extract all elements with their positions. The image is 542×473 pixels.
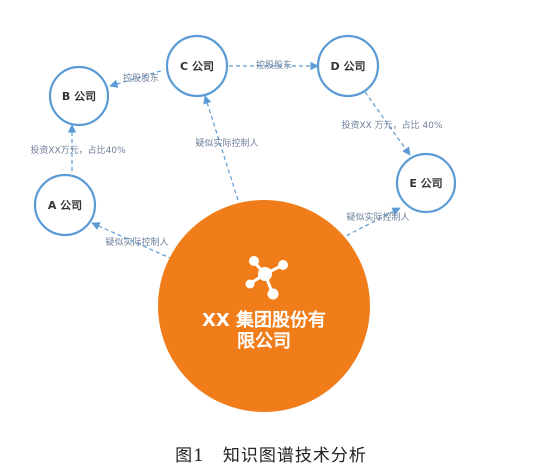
node-d-label: D 公司	[331, 60, 366, 73]
center-node[interactable]: XX 集团股份有 限公司	[158, 200, 370, 412]
node-b-label: B 公司	[62, 90, 96, 103]
edge-label-b-c: 控股股东	[123, 72, 159, 84]
figure-caption: 图1 知识图谱技术分析	[175, 446, 367, 466]
edge-a-center	[91, 222, 171, 259]
node-c[interactable]: C 公司	[165, 34, 229, 98]
edge-label-c-center: 疑似实际控制人	[195, 137, 258, 149]
edge-b-c	[109, 69, 165, 88]
node-e-label: E 公司	[409, 177, 442, 190]
edge-label-e-center: 疑似实际控制人	[346, 211, 409, 223]
edge-e-center	[341, 207, 401, 239]
node-e[interactable]: E 公司	[395, 152, 457, 214]
node-d[interactable]: D 公司	[316, 34, 380, 98]
edges	[67, 61, 411, 259]
edge-label-c-d: 控股股东	[256, 59, 292, 71]
node-b[interactable]: B 公司	[48, 65, 110, 127]
center-label-line1: XX 集团股份有	[202, 309, 326, 331]
center-label-line2: 限公司	[237, 331, 291, 352]
edge-labels: 控股股东 控股股东 投资XX万元，占比40% 投资XX 万元，占比 40% 疑似…	[30, 59, 443, 248]
edge-label-a-center: 疑似实际控制人	[105, 236, 168, 248]
edge-d-e	[364, 91, 411, 156]
node-a[interactable]: A 公司	[33, 173, 97, 237]
edge-label-d-e: 投资XX 万元，占比 40%	[341, 119, 443, 131]
edge-label-a-b: 投资XX万元，占比40%	[30, 144, 126, 156]
node-c-label: C 公司	[180, 60, 214, 73]
molecule-network-icon	[245, 256, 288, 300]
node-a-label: A 公司	[48, 199, 82, 212]
